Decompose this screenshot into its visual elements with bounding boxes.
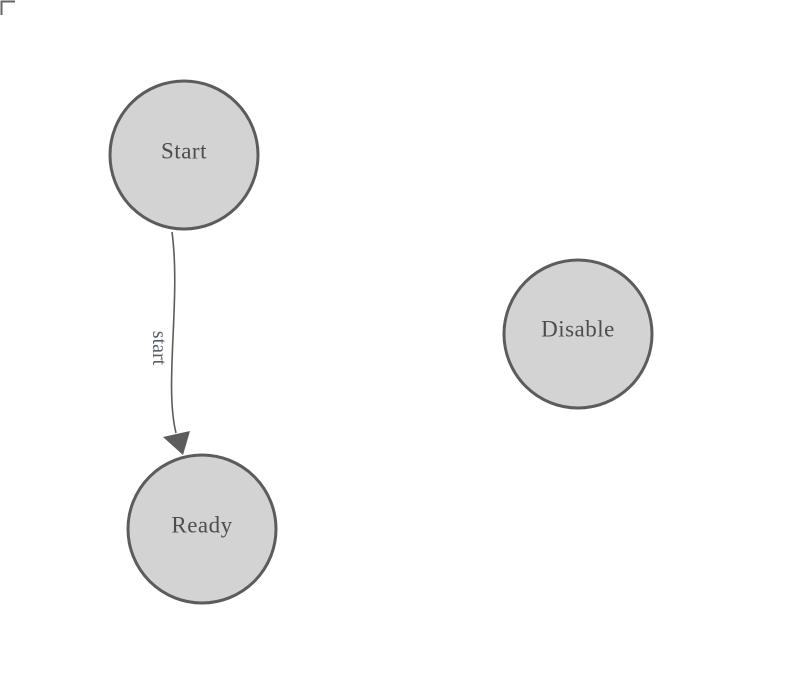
transition-path[interactable] [170,231,177,434]
arrowhead-icon [163,431,190,455]
state-node-disable[interactable]: Disable [502,258,654,410]
state-circle-start[interactable] [108,79,260,231]
transition-label: start [148,331,170,366]
transition-start-to-ready[interactable]: start [148,231,190,455]
state-circle-ready[interactable] [126,453,278,605]
state-circle-disable[interactable] [502,258,654,410]
state-label-ready: Ready [171,513,232,538]
state-node-ready[interactable]: Ready [126,453,278,605]
state-label-start: Start [161,139,207,164]
state-label-disable: Disable [541,317,615,342]
canvas-origin-corner-icon [0,0,15,15]
state-node-start[interactable]: Start [108,79,260,231]
